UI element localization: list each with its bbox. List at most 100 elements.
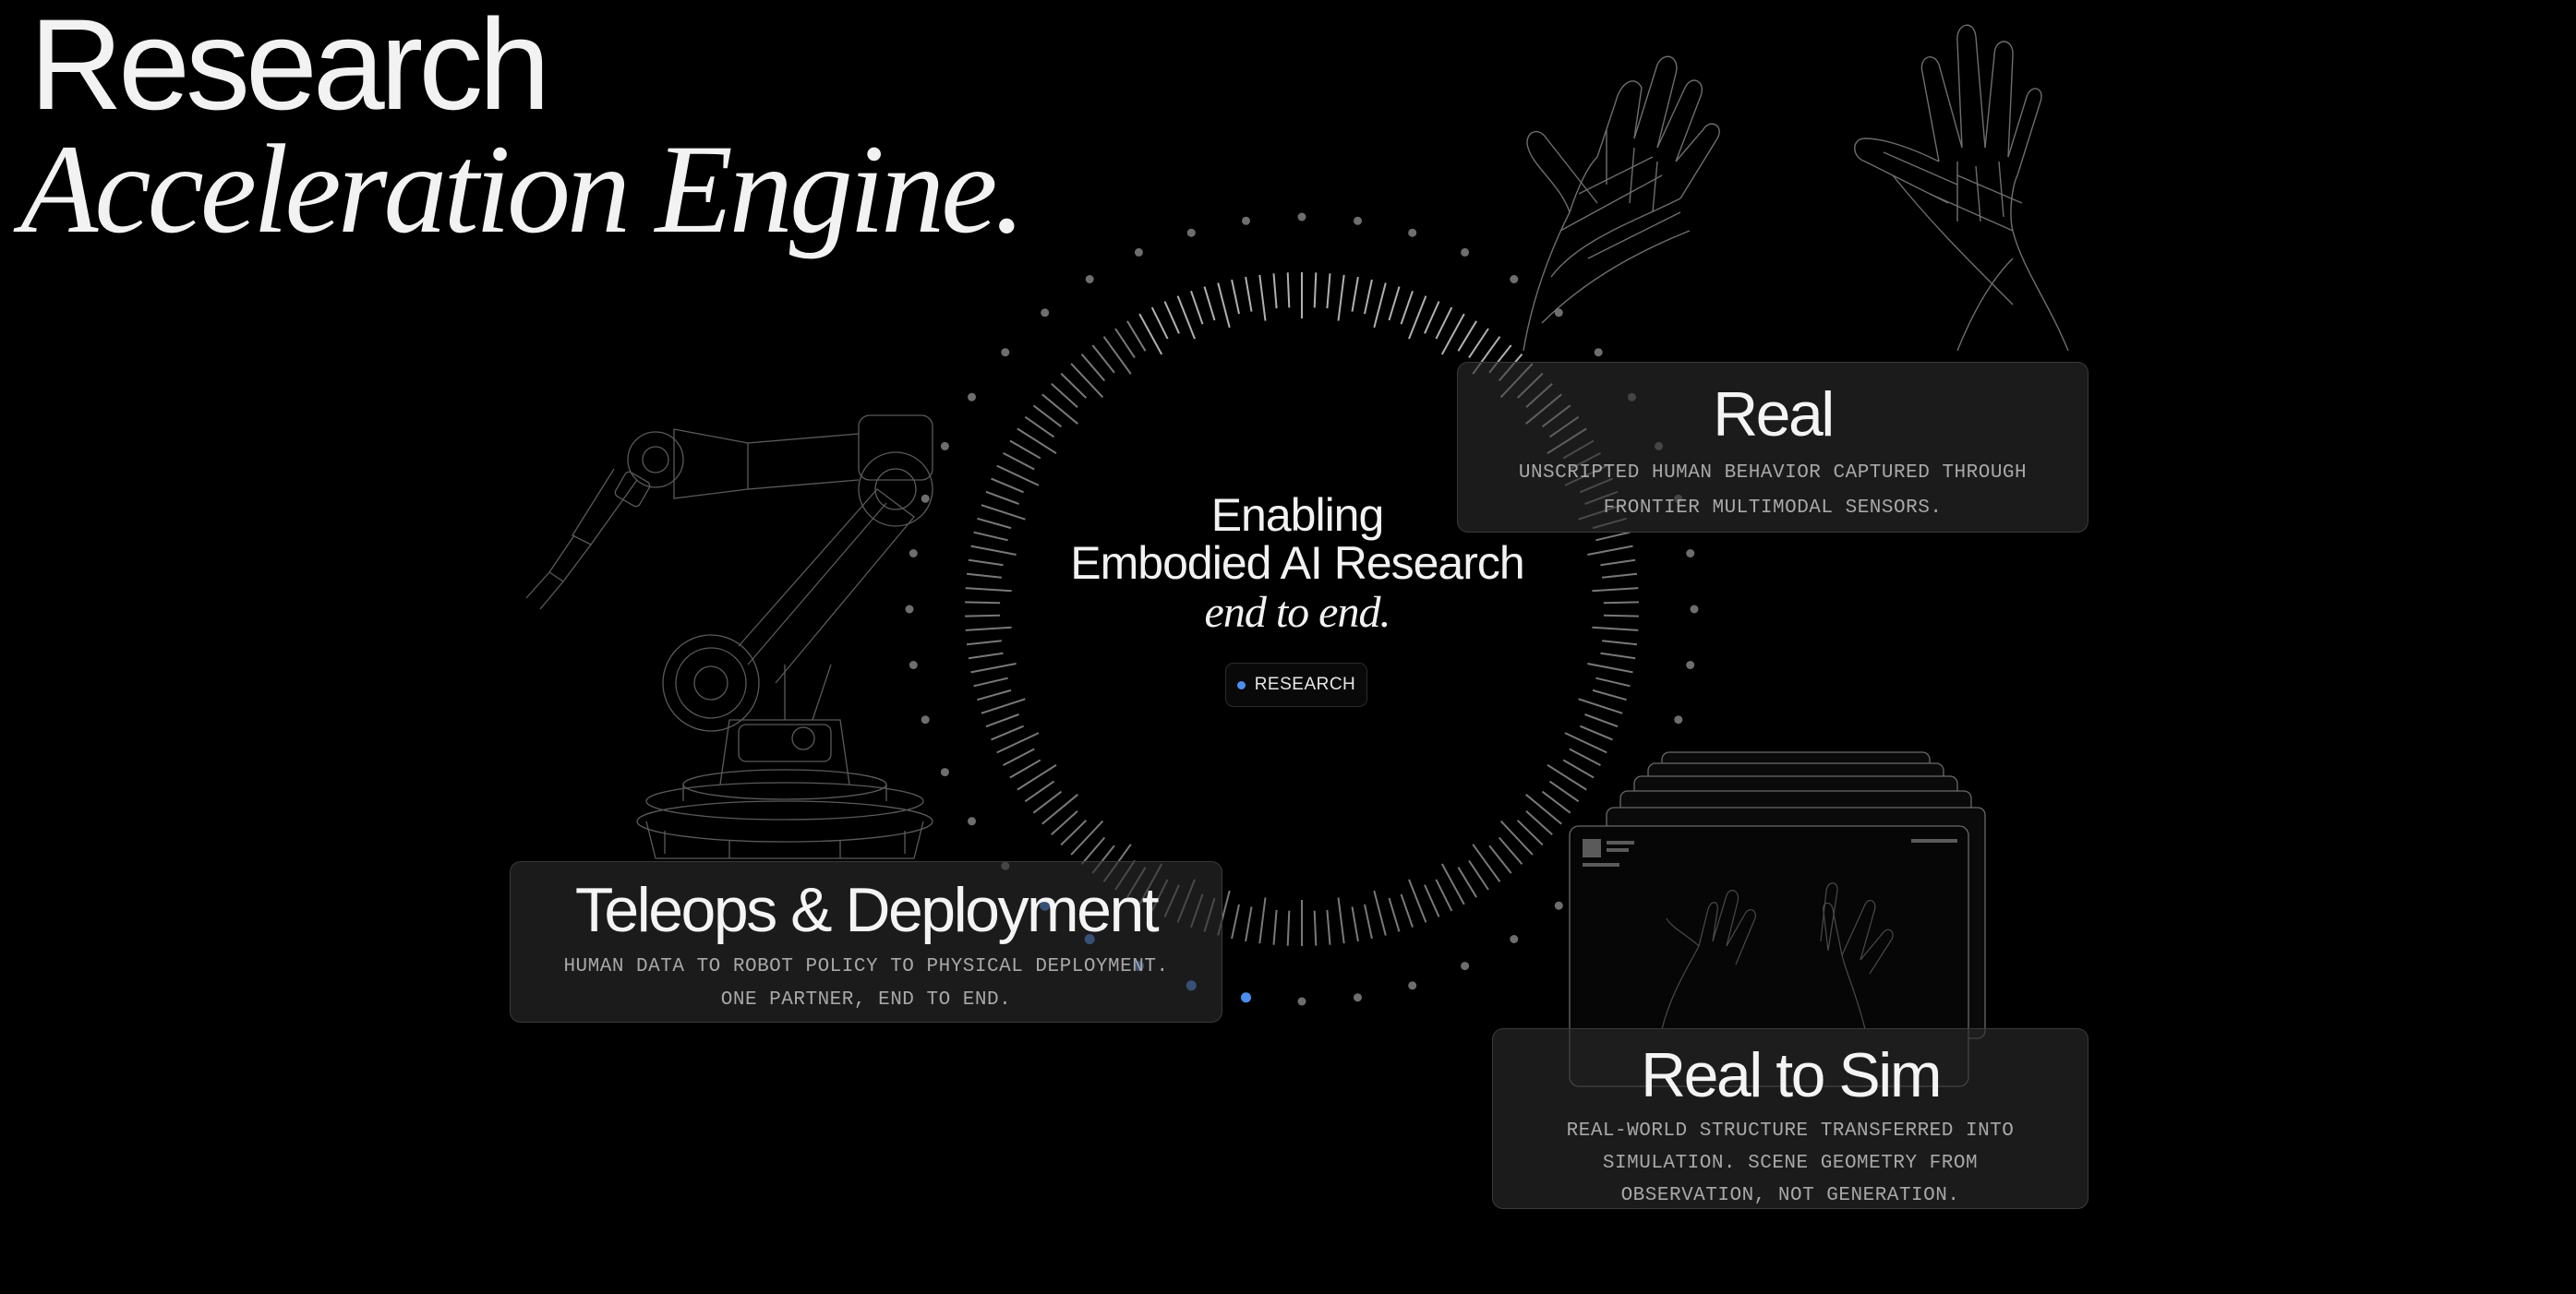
ring-dot xyxy=(1686,661,1695,669)
ring-tick xyxy=(991,477,1024,494)
ring-tick xyxy=(1051,383,1078,408)
ring-dot xyxy=(1186,228,1196,237)
ring-tick xyxy=(1009,759,1041,779)
ring-tick xyxy=(1003,748,1035,766)
hero-title: Research xyxy=(30,0,550,137)
ring-tick xyxy=(1024,415,1055,438)
research-pill-button[interactable]: RESEARCH xyxy=(1225,663,1367,707)
ring-tick xyxy=(1231,279,1240,315)
ring-tick xyxy=(970,663,1017,674)
ring-tick xyxy=(1091,344,1115,374)
ring-tick xyxy=(970,545,1017,556)
wireframe-hands-icon xyxy=(1523,24,2069,352)
status-dot-icon xyxy=(1236,680,1246,689)
ring-tick xyxy=(1587,663,1633,674)
ring-tick xyxy=(1595,677,1631,688)
card-sim-title: Real to Sim xyxy=(1641,1040,1942,1110)
ring-tick xyxy=(1017,763,1057,791)
ring-tick xyxy=(985,713,1019,728)
ring-dot xyxy=(1554,901,1563,910)
ring-tick xyxy=(1272,909,1278,945)
card-real[interactable]: Real UNSCRIPTED HUMAN BEHAVIOR CAPTURED … xyxy=(1457,362,2088,533)
ring-tick xyxy=(1592,689,1627,701)
ring-tick xyxy=(1272,273,1278,309)
ring-tick xyxy=(1024,780,1055,803)
ring-tick xyxy=(1562,759,1595,779)
ring-tick xyxy=(1070,820,1104,856)
ring-tick xyxy=(1313,272,1318,308)
hero-subtitle: Acceleration Engine. xyxy=(20,118,1026,259)
ring-dot xyxy=(940,768,949,777)
ring-tick xyxy=(1351,906,1359,942)
ring-tick xyxy=(965,626,1012,631)
card-sim-desc-line1: REAL-WORLD STRUCTURE TRANSFERRED INTO xyxy=(1566,1120,2015,1142)
ring-tick xyxy=(1003,452,1035,471)
ring-dot xyxy=(1554,308,1563,318)
ring-tick xyxy=(1548,780,1580,803)
ring-tick xyxy=(977,689,1012,701)
card-sim-desc-line2: SIMULATION. SCENE GEOMETRY FROM xyxy=(1602,1153,1979,1174)
robot-arm-icon xyxy=(525,414,933,859)
ring-tick xyxy=(1564,732,1607,754)
ring-tick xyxy=(966,640,1002,646)
ring-tick xyxy=(1351,276,1359,312)
card-real-desc-line1: UNSCRIPTED HUMAN BEHAVIOR CAPTURED THROU… xyxy=(1518,462,2028,484)
ring-dot xyxy=(905,605,914,614)
ring-tick xyxy=(1245,276,1253,312)
ring-tick xyxy=(1060,372,1088,399)
ring-tick xyxy=(1408,295,1427,340)
card-real-title: Real xyxy=(1713,379,1835,449)
ring-tick xyxy=(1595,531,1631,542)
ring-tick xyxy=(1602,640,1638,646)
ring-tick xyxy=(1525,810,1553,835)
card-teleops[interactable]: Teleops & Deployment HUMAN DATA TO ROBOT… xyxy=(510,861,1222,1023)
ring-tick xyxy=(973,677,1008,688)
center-line-end-to-end: end to end. xyxy=(1204,588,1391,637)
ring-dot xyxy=(968,392,976,401)
ring-tick xyxy=(1602,572,1638,579)
card-teleops-desc-line1: HUMAN DATA TO ROBOT POLICY TO PHYSICAL D… xyxy=(563,956,1169,977)
ring-dot xyxy=(1001,348,1010,357)
ring-tick xyxy=(1424,884,1440,917)
ring-tick xyxy=(977,517,1012,530)
card-real-to-sim[interactable]: Real to Sim REAL-WORLD STRUCTURE TRANSFE… xyxy=(1492,1028,2088,1209)
ring-dot xyxy=(1674,715,1683,725)
ring-dot xyxy=(1461,962,1470,971)
center-heading: Enabling Embodied AI Research end to end… xyxy=(1020,491,1574,639)
ring-dot xyxy=(1242,216,1250,225)
ring-tick xyxy=(1603,601,1639,605)
ring-tick xyxy=(1231,904,1240,940)
ring-dot xyxy=(1594,348,1603,357)
ring-tick xyxy=(1258,897,1267,944)
ring-tick xyxy=(996,464,1040,486)
ring-tick xyxy=(1041,794,1078,825)
ring-tick xyxy=(1286,272,1291,308)
ring-tick xyxy=(981,698,1026,714)
research-pill-label: RESEARCH xyxy=(1254,675,1356,694)
ring-tick xyxy=(1217,282,1231,329)
ring-tick xyxy=(1499,820,1534,856)
ring-tick xyxy=(973,531,1008,542)
ring-tick xyxy=(1592,587,1639,593)
ring-tick xyxy=(1569,748,1601,766)
ring-tick xyxy=(1176,295,1196,340)
ring-tick xyxy=(1578,698,1623,714)
ring-tick xyxy=(1070,363,1104,399)
ring-tick xyxy=(1313,910,1318,946)
ring-dot xyxy=(1297,212,1306,222)
ring-dot xyxy=(1041,308,1050,318)
ring-tick xyxy=(985,490,1019,505)
card-teleops-title: Teleops & Deployment xyxy=(574,875,1160,945)
ring-tick xyxy=(1516,820,1544,846)
ring-dot xyxy=(1686,549,1695,557)
ring-dot xyxy=(940,441,949,450)
ring-tick xyxy=(1400,893,1414,929)
ring-tick xyxy=(1190,290,1204,325)
ring-tick xyxy=(1388,897,1401,932)
ring-tick xyxy=(1337,274,1345,321)
ring-dot xyxy=(1297,997,1306,1006)
ring-dot xyxy=(1461,247,1470,257)
ring-tick xyxy=(1468,859,1489,891)
ring-tick xyxy=(1472,844,1501,882)
